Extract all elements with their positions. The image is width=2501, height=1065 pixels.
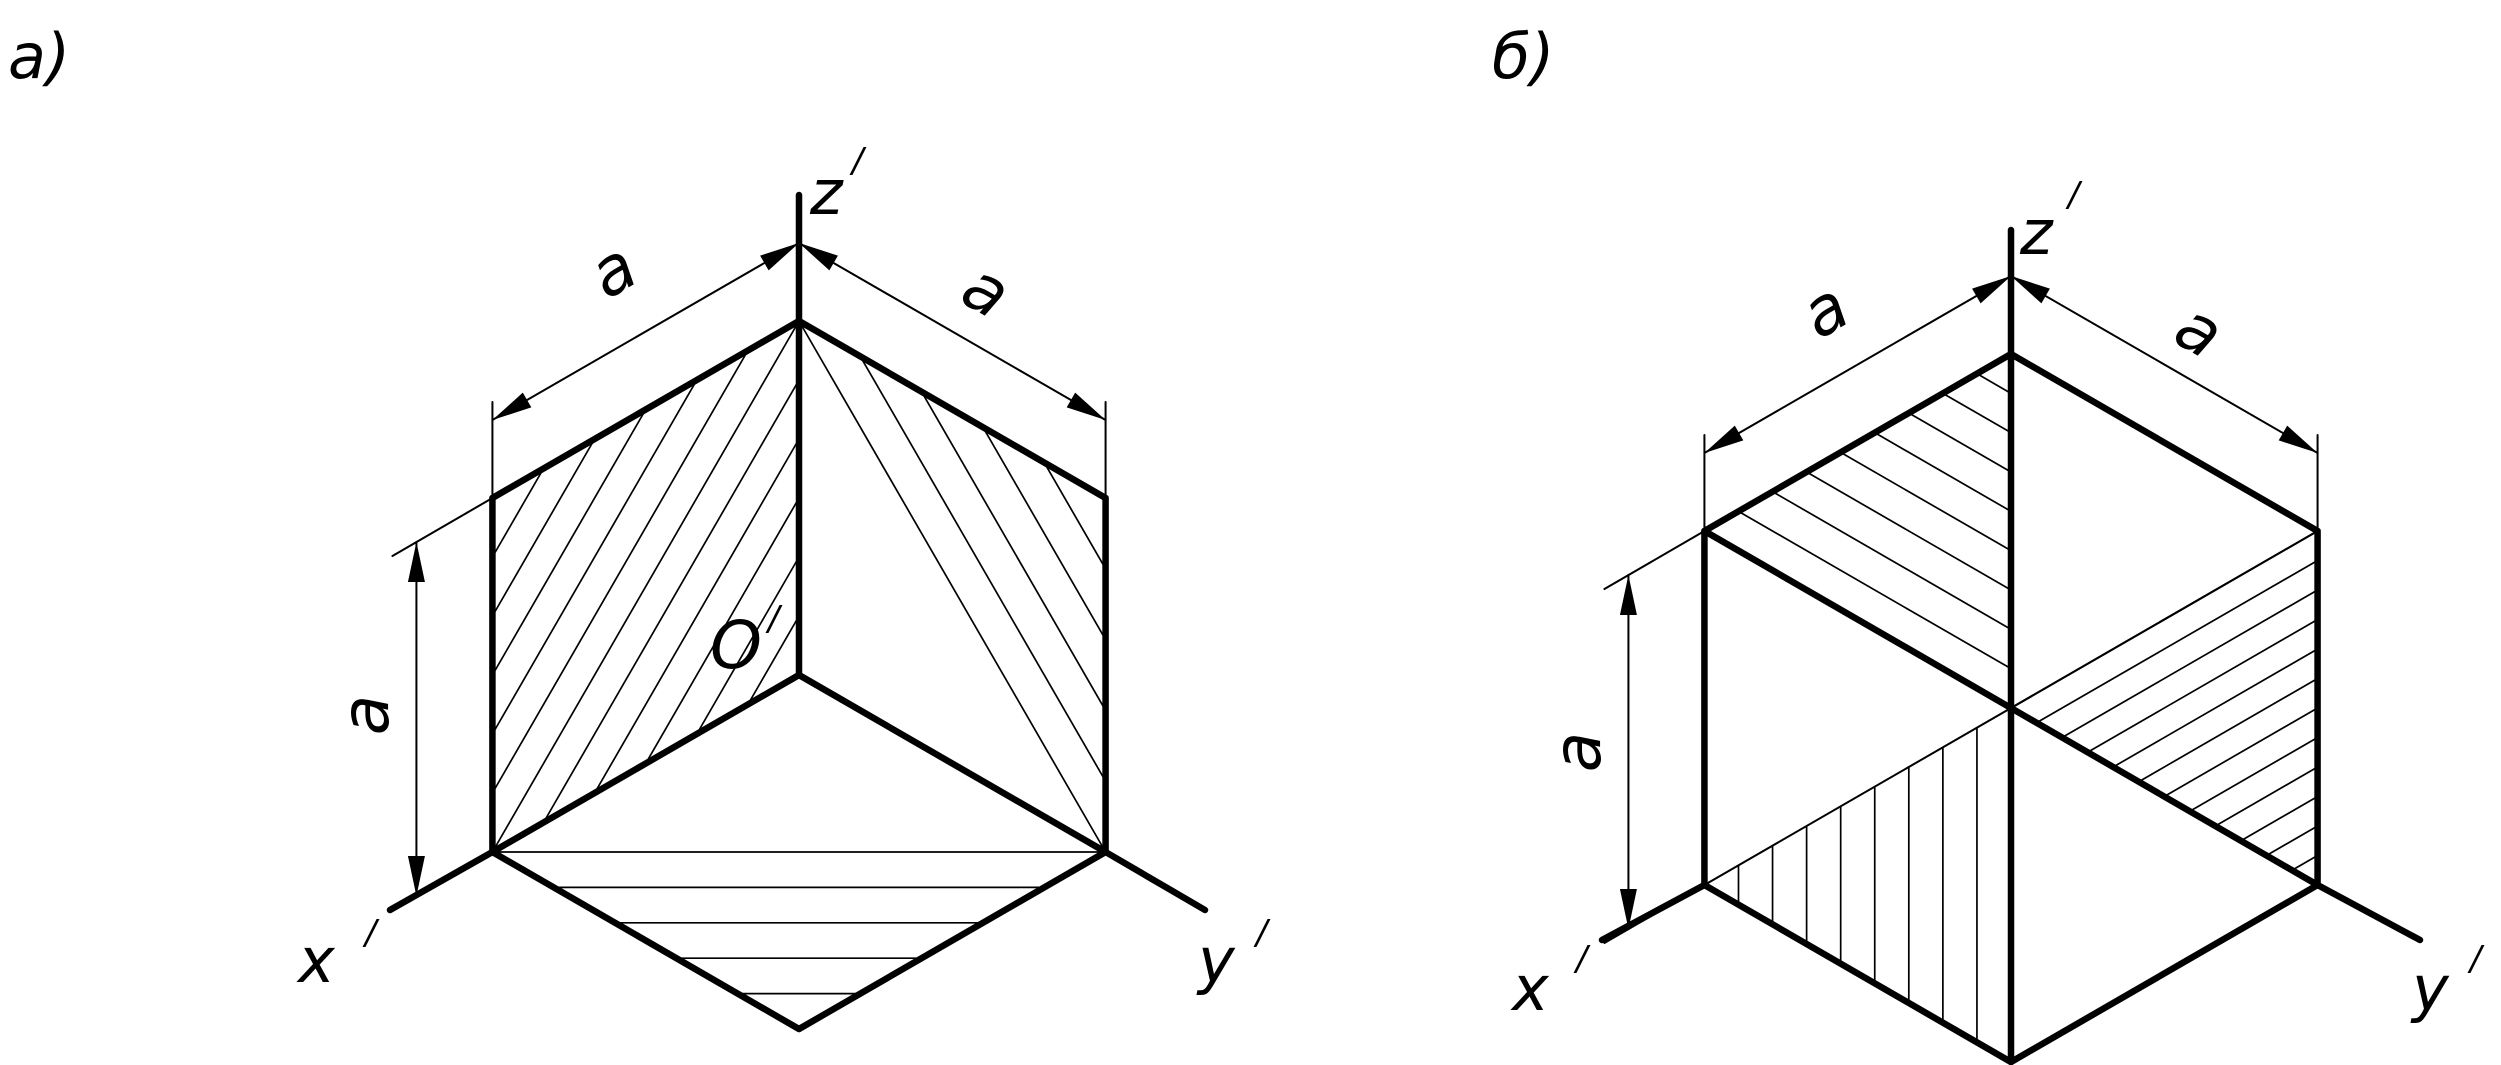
dimension-label-left-a: a: [576, 227, 650, 314]
axis-label-y-a: y: [1196, 924, 1236, 997]
left-face-a-hatch-line: [491, 350, 749, 794]
extension-line-vertical-top-b: [1603, 530, 1706, 590]
prime-mark-z-b: /: [2065, 175, 2083, 215]
section-right-b-hatch-line: [2189, 736, 2318, 812]
axis-label-y-b: y: [2410, 952, 2450, 1025]
dimension-label-vertical-b: a: [1539, 732, 1616, 772]
left-face-a-hatch-line: [696, 556, 800, 735]
section-top-b-hatch-line: [1908, 412, 2012, 473]
section-right-b-hatch-line: [2138, 677, 2318, 783]
section-top-b-hatch-line: [1806, 471, 2012, 591]
prime-mark-y-b: /: [2467, 939, 2485, 979]
dimension-right-b-arrow-end: [2278, 425, 2318, 453]
dimension-left-b-line: [1703, 275, 2012, 454]
dimension-right-a-arrow-end: [1066, 392, 1106, 420]
dimension-label-right-b: a: [2162, 287, 2236, 374]
extension-line-vertical-bottom-a: [391, 851, 494, 911]
dimension-right-a-arrow-start: [799, 243, 838, 271]
dimension-vertical-b-arrow-end: [1619, 889, 1637, 929]
dimension-lines-a: [391, 242, 1107, 911]
left-face-a-hatch-line: [542, 379, 800, 823]
axis-y-b: [2314, 881, 2424, 944]
section-right-b-hatch-line: [2266, 825, 2318, 857]
dimension-label-vertical-a: a: [327, 695, 404, 735]
extension-line-vertical-top-a: [391, 497, 494, 557]
right-face-a-hatch-line: [859, 355, 1107, 782]
section-right-b-hatch-line: [2163, 707, 2318, 798]
left-face-a-hatch-line: [491, 409, 647, 676]
axis-label-z-b: z: [2019, 196, 2054, 269]
figure-b: б) z / x / y / a a a: [1492, 20, 2485, 1065]
section-right-b-hatch-line: [2240, 795, 2318, 842]
dimension-left-b-arrow-end: [1972, 276, 2011, 304]
dimension-right-b-arrow-start: [2011, 276, 2050, 304]
prime-mark-x-b: /: [1573, 939, 1591, 979]
section-right-b-hatch-line: [2087, 618, 2318, 753]
prime-mark-origin-a: /: [765, 599, 783, 639]
dimension-left-a-arrow-end: [760, 243, 799, 271]
right-face-a-hatch-line: [920, 391, 1107, 711]
extension-line-vertical-bottom-b: [1603, 884, 1706, 944]
dimension-left-a-line: [491, 242, 800, 421]
left-face-a-hatch-line: [491, 468, 545, 558]
dimension-lines-b: [1603, 275, 2319, 944]
section-right-b-hatch-line: [2291, 854, 2318, 871]
axis-label-z-a: z: [809, 156, 844, 229]
left-face-a-hatch-line: [644, 497, 800, 764]
left-face-a-hatch-line: [747, 615, 800, 705]
cube-outline-a: [386, 191, 1209, 1033]
section-top-b-hatch-line: [1976, 372, 2012, 395]
left-face-a-hatch-line: [491, 379, 698, 735]
edge-x-a: [489, 671, 803, 856]
edge-b: [2010, 530, 2319, 709]
caption-b: б): [1492, 20, 1554, 93]
dimension-label-left-b: a: [1788, 267, 1862, 354]
dimension-right-b-line: [2010, 275, 2319, 454]
hatching-a: [491, 320, 1107, 995]
dimension-left-b-arrow-start: [1704, 425, 1744, 453]
edge-b: [1703, 530, 2012, 709]
section-right-b-hatch-line: [2036, 559, 2318, 724]
right-face-a-hatch-line: [1043, 462, 1107, 570]
figure-a: а) z / x / y / O / a a a: [8, 20, 1271, 1033]
dimension-vertical-b-arrow-start: [1619, 575, 1637, 615]
caption-a: а): [8, 20, 70, 93]
section-right-b-hatch-line: [2214, 766, 2318, 827]
left-face-a-hatch-line: [593, 438, 800, 794]
prime-mark-z-a: /: [849, 141, 867, 181]
prime-mark-x-a: /: [362, 913, 380, 953]
section-right-b-hatch-line: [2112, 648, 2318, 768]
dimension-vertical-a-arrow-end: [407, 856, 425, 896]
edge-y-a: [795, 671, 1109, 856]
section-top-b-hatch-line: [1840, 451, 2012, 552]
dimension-left-a-arrow-start: [492, 392, 532, 420]
axis-label-x-a: x: [296, 924, 336, 997]
section-top-b-hatch-line: [1772, 490, 2012, 631]
axis-y-a: [1102, 848, 1209, 914]
hatching-b: [1737, 372, 2318, 1043]
left-face-a-diagonal: [491, 320, 800, 853]
dimension-label-right-a: a: [949, 247, 1023, 334]
section-top-b-hatch-line: [1942, 392, 2012, 434]
prime-mark-y-a: /: [1253, 913, 1271, 953]
section-right-b-hatch-line: [2061, 589, 2318, 739]
section-top-b-hatch-line: [1874, 431, 2012, 513]
section-top-b-hatch-line: [1738, 510, 2012, 670]
dimension-vertical-a-arrow-start: [407, 542, 425, 582]
dimension-right-a-line: [798, 242, 1107, 421]
origin-label-a: O: [710, 607, 762, 684]
left-face-a-hatch-line: [491, 438, 596, 617]
right-face-a-hatch-line: [982, 426, 1107, 641]
axis-label-x-b: x: [1510, 952, 1550, 1025]
right-face-a-diagonal: [798, 320, 1107, 853]
